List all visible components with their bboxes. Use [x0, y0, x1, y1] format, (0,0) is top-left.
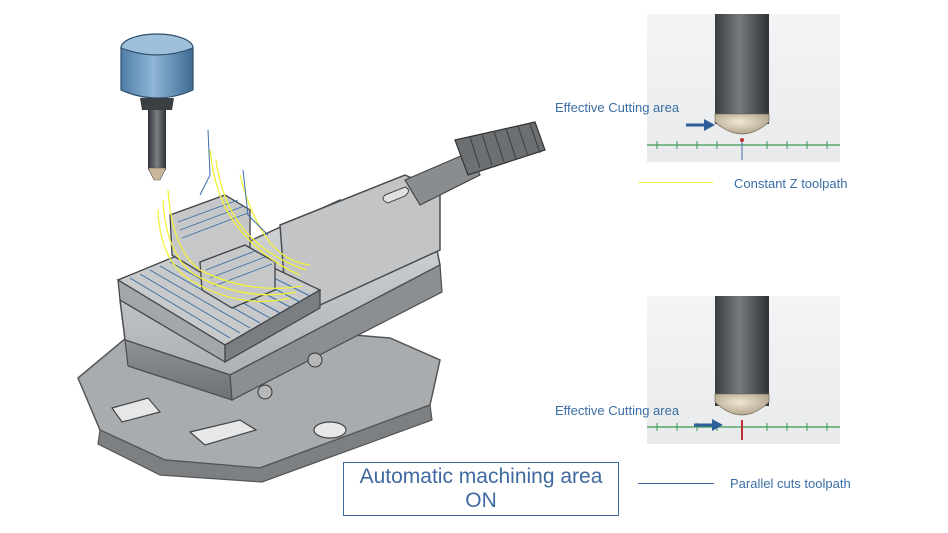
- mode-box-line1: Automatic machining area: [359, 465, 603, 488]
- constant-z-toolpath-label: Constant Z toolpath: [734, 176, 848, 191]
- mode-box-line2: ON: [465, 489, 497, 512]
- automatic-machining-area-box: Automatic machining area ON: [343, 462, 619, 516]
- spindle-tool: [120, 33, 194, 181]
- constant-z-legend-line: [638, 182, 713, 183]
- parallel-cuts-legend-line: [638, 483, 714, 484]
- cutting-panel-1: [647, 14, 840, 162]
- cutting-area-label-2: Effective Cutting area: [555, 403, 680, 418]
- parallel-cuts-toolpath-label: Parallel cuts toolpath: [730, 476, 851, 491]
- cutting-panel-2: [647, 296, 840, 444]
- ball-end-tool-2: [647, 296, 840, 440]
- ball-end-tool-1: [647, 14, 840, 160]
- arrow-icon: [694, 419, 723, 431]
- cutting-area-label-1: Effective Cutting area: [555, 100, 680, 115]
- vise-illustration: [77, 33, 546, 483]
- workpiece: [116, 129, 322, 364]
- arrow-icon: [686, 119, 715, 131]
